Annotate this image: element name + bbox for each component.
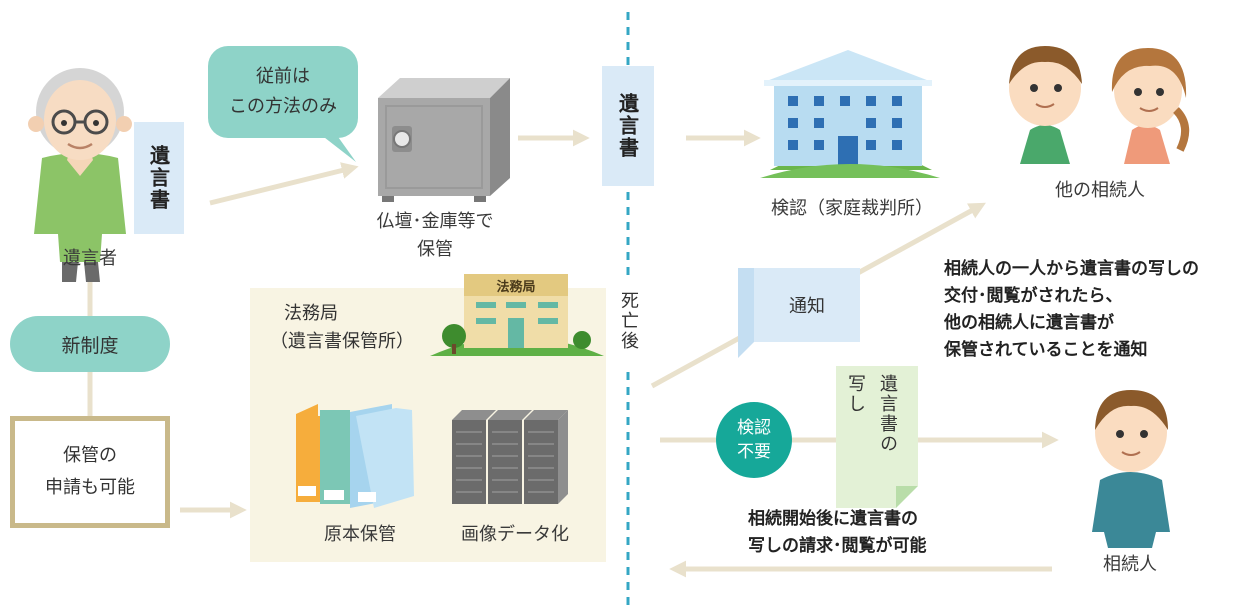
apply-line-2: 申請も可能 (45, 477, 135, 498)
image-data-label: 画像データ化 (461, 524, 569, 545)
other-heirs-illustration (1009, 46, 1190, 164)
notice-line-3: 他の相続人に遺言書が (944, 313, 1114, 333)
bureau-building-illustration (430, 274, 604, 356)
binders-illustration (296, 404, 414, 508)
envelope-flap (738, 268, 754, 358)
copy-doc-bottom (836, 486, 896, 508)
apply-line-1: 保管の (63, 445, 117, 466)
request-text: 相続開始後に遺言書の 写しの請求･閲覧が可能 (748, 506, 927, 560)
notice-line-1: 相続人の一人から遺言書の写しの (944, 259, 1199, 279)
request-line-2: 写しの請求･閲覧が可能 (748, 536, 927, 556)
bureau-sign: 法務局 (496, 280, 536, 295)
notice-envelope: 通知 (754, 268, 860, 342)
apply-box: 保管の 申請も可能 (10, 416, 170, 528)
heir-label: 相続人 (1103, 554, 1157, 575)
bureau-label-line-2: （遺言書保管所） (270, 331, 414, 352)
copy-doc-text: 遺言書の 写し (842, 374, 900, 484)
divider-label: 死亡後 (614, 276, 642, 366)
heir-illustration (1092, 390, 1170, 548)
copy-doc-fold (896, 486, 918, 508)
new-system-pill: 新制度 (10, 316, 170, 372)
bubble-tail (320, 134, 356, 162)
notice-line-4: 保管されていることを通知 (944, 340, 1148, 360)
copy-doc-line-1: 遺言書の (877, 374, 898, 454)
no-probate-line-2: 不要 (737, 442, 771, 462)
old-method-bubble: 従前は この方法のみ (208, 46, 358, 138)
original-storage-label: 原本保管 (324, 524, 396, 545)
request-line-1: 相続開始後に遺言書の (748, 509, 918, 529)
copy-doc (836, 366, 918, 486)
safe-label: 仏壇･金庫等で 保管 (350, 208, 520, 264)
other-heirs-label: 他の相続人 (1055, 180, 1145, 201)
probate-label: 検認（家庭裁判所） (771, 198, 933, 219)
notice-text: 相続人の一人から遺言書の写しの 交付･閲覧がされたら、 他の相続人に遺言書が 保… (944, 256, 1199, 364)
bubble-line-1: 従前は (256, 66, 310, 87)
no-probate-line-1: 検認 (737, 418, 771, 438)
center-will-tag: 遺言書 (602, 66, 654, 186)
safe-label-line-2: 保管 (417, 239, 453, 260)
testator-will-tag: 遺言書 (134, 122, 184, 234)
no-probate-badge: 検認 不要 (716, 402, 792, 478)
safe-label-line-1: 仏壇･金庫等で (376, 211, 494, 232)
bureau-label-line-1: 法務局 (284, 303, 338, 324)
bureau-label: 法務局 （遺言書保管所） (270, 300, 414, 356)
bubble-line-2: この方法のみ (229, 96, 337, 117)
arrow-to-safe (209, 162, 359, 206)
notice-line-2: 交付･閲覧がされたら、 (944, 286, 1123, 306)
safe-illustration (378, 78, 510, 202)
server-racks-illustration (452, 410, 568, 504)
court-building-illustration (760, 50, 940, 178)
copy-doc-line-2: 写し (845, 374, 866, 414)
testator-illustration (28, 68, 132, 282)
testator-label: 遺言者 (63, 248, 117, 269)
